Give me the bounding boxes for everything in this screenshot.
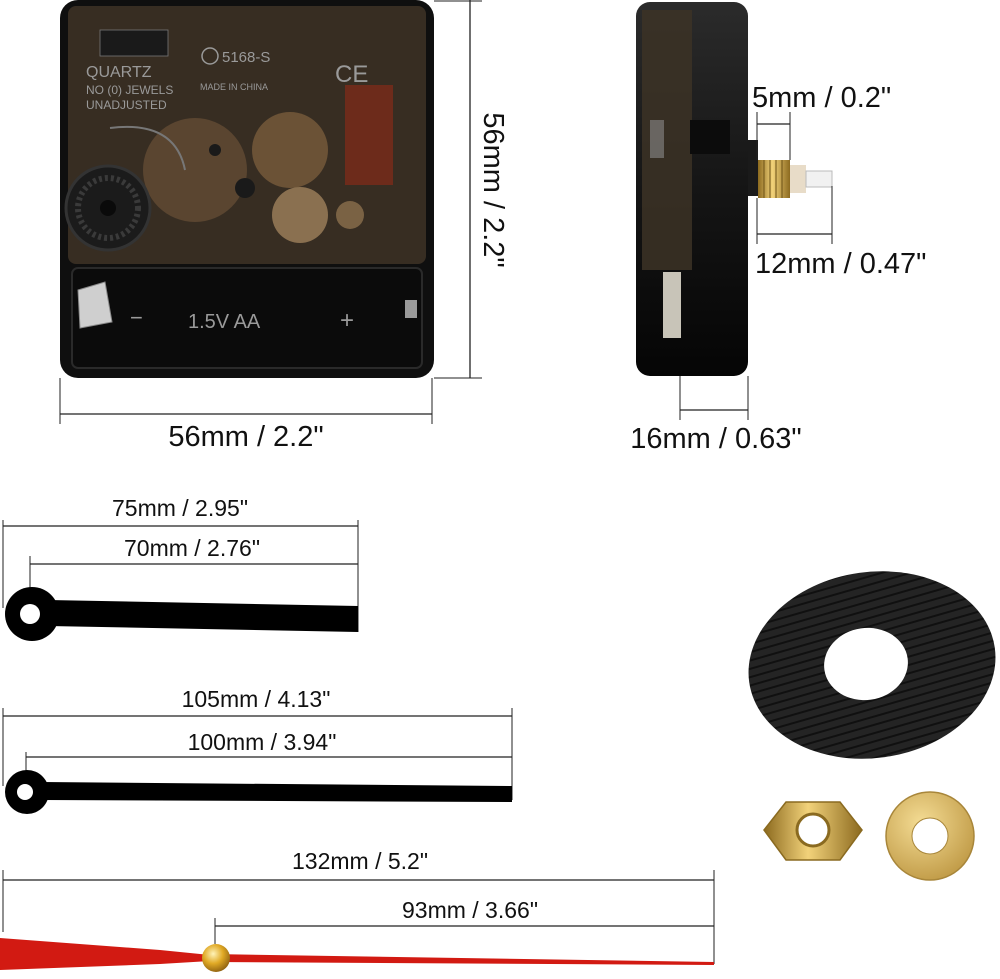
shaft-length-dimension: 12mm / 0.47" bbox=[755, 186, 926, 280]
battery-compartment bbox=[71, 267, 423, 369]
rotation-arrow-icon bbox=[109, 126, 186, 171]
model-number: 5168-S bbox=[222, 49, 270, 66]
minute-hand-group: 105mm / 4.13" 100mm / 3.94" bbox=[2, 686, 513, 814]
brand-line-2: NO (0) JEWELS bbox=[86, 83, 173, 97]
minute-hand-overall-label: 105mm / 4.13" bbox=[182, 686, 331, 712]
movement-side-view bbox=[636, 2, 833, 376]
second-hand-pointer bbox=[210, 954, 714, 965]
gear-medium bbox=[252, 112, 328, 188]
second-hand-overall-label: 132mm / 5.2" bbox=[292, 848, 428, 874]
hour-hand-hole bbox=[20, 604, 40, 624]
side-depth-label: 16mm / 0.63" bbox=[630, 423, 801, 455]
second-shaft bbox=[805, 170, 833, 188]
gear-large bbox=[143, 118, 247, 222]
shaft-length-label: 12mm / 0.47" bbox=[755, 248, 926, 280]
hex-nut bbox=[763, 801, 863, 861]
hour-hand-group: 75mm / 2.95" 70mm / 2.76" bbox=[2, 495, 359, 641]
minute-hand bbox=[42, 782, 512, 802]
front-height-label: 56mm / 2.2" bbox=[477, 112, 509, 267]
gear-small bbox=[336, 201, 364, 229]
recycle-sticker bbox=[345, 85, 393, 185]
ce-mark: CE bbox=[335, 61, 368, 88]
movement-front-view: QUARTZ NO (0) JEWELS UNADJUSTED 5168-S M… bbox=[60, 0, 434, 378]
washer-hole bbox=[911, 817, 949, 855]
hex-nut-hole bbox=[795, 812, 831, 848]
brand-logo-icon bbox=[201, 47, 219, 65]
minute-hand-hole bbox=[17, 784, 33, 800]
brass-washer bbox=[885, 791, 975, 881]
gasket-hole bbox=[824, 627, 908, 701]
hour-hand-overall-label: 75mm / 2.95" bbox=[112, 495, 248, 521]
gear-half bbox=[272, 187, 328, 243]
second-hand-tail bbox=[0, 938, 210, 970]
made-in-label: MADE IN CHINA bbox=[200, 82, 268, 92]
battery-label: 1.5V AA bbox=[188, 311, 261, 333]
side-battery-contact bbox=[663, 272, 681, 338]
battery-contact bbox=[77, 281, 113, 329]
rubber-gasket bbox=[748, 571, 996, 759]
hour-hand bbox=[48, 600, 358, 632]
minute-hand-center-label: 100mm / 3.94" bbox=[188, 729, 337, 755]
brand-line-1: QUARTZ bbox=[86, 64, 152, 81]
front-width-label: 56mm / 2.2" bbox=[168, 421, 323, 453]
side-cover bbox=[642, 10, 692, 270]
side-depth-dimension: 16mm / 0.63" bbox=[630, 376, 802, 455]
hour-hand-center-label: 70mm / 2.76" bbox=[124, 535, 260, 561]
battery-plus: + bbox=[340, 307, 354, 334]
threaded-shaft bbox=[758, 160, 790, 198]
label-box bbox=[99, 29, 169, 57]
front-height-dimension: 56mm / 2.2" bbox=[434, 0, 509, 379]
shaft-step-dimension: 5mm / 0.2" bbox=[752, 82, 891, 160]
shaft-base bbox=[748, 140, 758, 196]
battery-minus: − bbox=[130, 305, 143, 330]
front-width-dimension: 56mm / 2.2" bbox=[59, 378, 433, 453]
shaft-step-label: 5mm / 0.2" bbox=[752, 82, 891, 114]
hand-shaft bbox=[790, 165, 806, 193]
second-hand-group: 132mm / 5.2" 93mm / 3.66" bbox=[0, 848, 715, 972]
brand-line-3: UNADJUSTED bbox=[86, 98, 167, 112]
second-hand-cap bbox=[202, 944, 230, 972]
second-hand-center-label: 93mm / 3.66" bbox=[402, 897, 538, 923]
